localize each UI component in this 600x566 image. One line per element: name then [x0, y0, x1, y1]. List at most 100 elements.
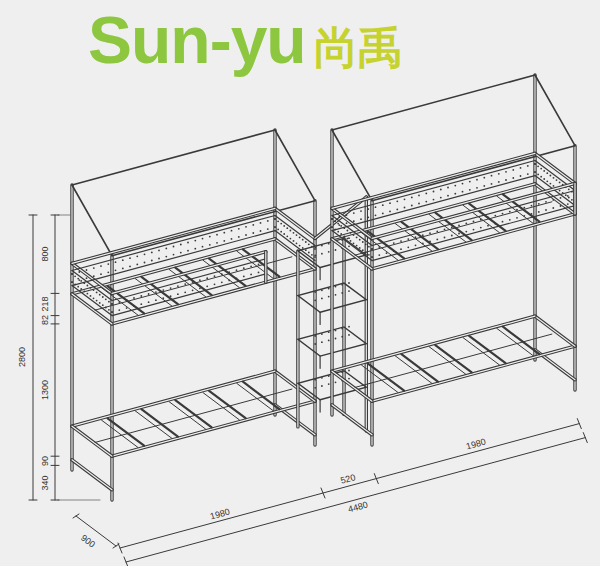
perforation-dot — [100, 273, 102, 275]
perforation-dot — [115, 269, 117, 271]
end-guard-rail — [72, 263, 112, 293]
perforation-dot — [111, 311, 113, 313]
perforation-dot — [280, 223, 282, 225]
lower-deck-frame-highlight — [275, 371, 315, 401]
perforation-dot — [277, 229, 279, 231]
perforation-dot — [338, 216, 340, 218]
stair-riser — [320, 400, 321, 412]
lower-deck-slat — [469, 336, 506, 363]
perforation-dot — [440, 189, 442, 191]
upper-deck-frame — [112, 269, 315, 324]
perforation-dot — [553, 177, 555, 179]
lower-deck-support — [95, 389, 292, 442]
perforation-dot — [105, 307, 107, 309]
perforation-dot — [86, 269, 88, 271]
perforation-dot — [314, 387, 316, 389]
perforation-dot — [550, 183, 552, 185]
perforation-dot — [199, 279, 201, 281]
perforation-dot — [400, 248, 402, 250]
canopy-rod — [72, 185, 112, 256]
lower-deck-frame — [112, 401, 315, 456]
perforation-dot — [444, 228, 446, 230]
perforation-dot — [184, 291, 186, 293]
perforation-dot — [469, 189, 471, 191]
perforation-dot — [335, 381, 337, 383]
perforation-dot — [520, 175, 522, 177]
perforation-dot — [386, 244, 388, 246]
perforation-dot — [302, 239, 304, 241]
dimension-value: 82 — [40, 314, 50, 326]
lower-deck-frame-highlight — [112, 401, 315, 456]
perforation-dot — [192, 289, 194, 291]
guard-post-highlight — [265, 252, 266, 283]
perforation-dot — [71, 281, 73, 283]
perforation-dot — [308, 243, 310, 245]
perforation-dot — [462, 191, 464, 193]
perforation-dot — [206, 285, 208, 287]
perforation-dot — [560, 197, 562, 199]
perforation-dot — [93, 275, 95, 277]
perforation-dot — [531, 205, 533, 207]
upper-deck-frame-highlight — [112, 269, 315, 324]
brand-name: Sun-yu — [88, 2, 306, 78]
dimension-line — [126, 438, 585, 562]
perforation-dot — [122, 259, 124, 261]
perforation-dot — [331, 218, 333, 220]
lower-deck-slat — [175, 400, 211, 427]
perforation-dot — [283, 233, 285, 235]
dimension-tick — [51, 456, 59, 457]
foot-rail — [332, 405, 372, 435]
perforation-dot — [311, 254, 313, 256]
perforation-dot — [77, 286, 79, 288]
perforation-dot — [93, 289, 95, 291]
front-guard-rail-highlight — [112, 252, 266, 294]
upper-deck-frame-highlight — [372, 214, 575, 269]
perforation-dot — [353, 220, 355, 222]
perforation-dot — [418, 203, 420, 205]
brand-logo: Sun-yu尚禹 — [88, 2, 402, 78]
upper-deck-frame-highlight — [72, 294, 112, 324]
perforation-dot — [350, 240, 352, 242]
perforation-dot — [341, 371, 343, 373]
perforation-dot — [440, 197, 442, 199]
perforation-dot — [214, 275, 216, 277]
perforation-dot — [165, 248, 167, 250]
perforation-dot — [348, 290, 350, 292]
perforation-dot — [308, 252, 310, 254]
perforation-dot — [348, 282, 350, 284]
guard-post — [264, 252, 267, 283]
perforation-dot — [422, 243, 424, 245]
dimension-tick — [51, 323, 59, 324]
perforation-dot — [221, 281, 223, 283]
perforation-dot — [221, 273, 223, 275]
perforation-dot — [454, 193, 456, 195]
perforation-dot — [429, 241, 431, 243]
end-guard-edge — [275, 216, 315, 246]
lower-deck-frame-highlight — [372, 346, 575, 401]
dimension-value: 340 — [40, 474, 50, 491]
perforation-dot — [228, 280, 230, 282]
perforation-dot — [252, 232, 254, 234]
perforation-dot — [328, 331, 330, 333]
perforation-dot — [293, 232, 295, 234]
perforation-dot — [126, 307, 128, 309]
perforation-dot — [371, 248, 373, 250]
perforation-dot — [173, 254, 175, 256]
canopy-rod — [332, 75, 535, 130]
perforation-dot — [337, 231, 339, 233]
perforation-dot — [78, 279, 80, 281]
perforation-dot — [321, 245, 323, 247]
perforation-dot — [122, 268, 124, 270]
perforation-dot — [170, 287, 172, 289]
perforation-dot — [305, 241, 307, 243]
perforation-dot — [559, 190, 561, 192]
perforation-dot — [367, 208, 369, 210]
perforation-dot — [74, 275, 76, 277]
perforation-dot — [187, 250, 189, 252]
perforation-dot — [321, 289, 323, 291]
perforation-dot — [231, 238, 233, 240]
perforation-dot — [102, 296, 104, 298]
perforation-dot — [458, 233, 460, 235]
perforation-dot — [550, 175, 552, 177]
perforation-dot — [534, 171, 536, 173]
